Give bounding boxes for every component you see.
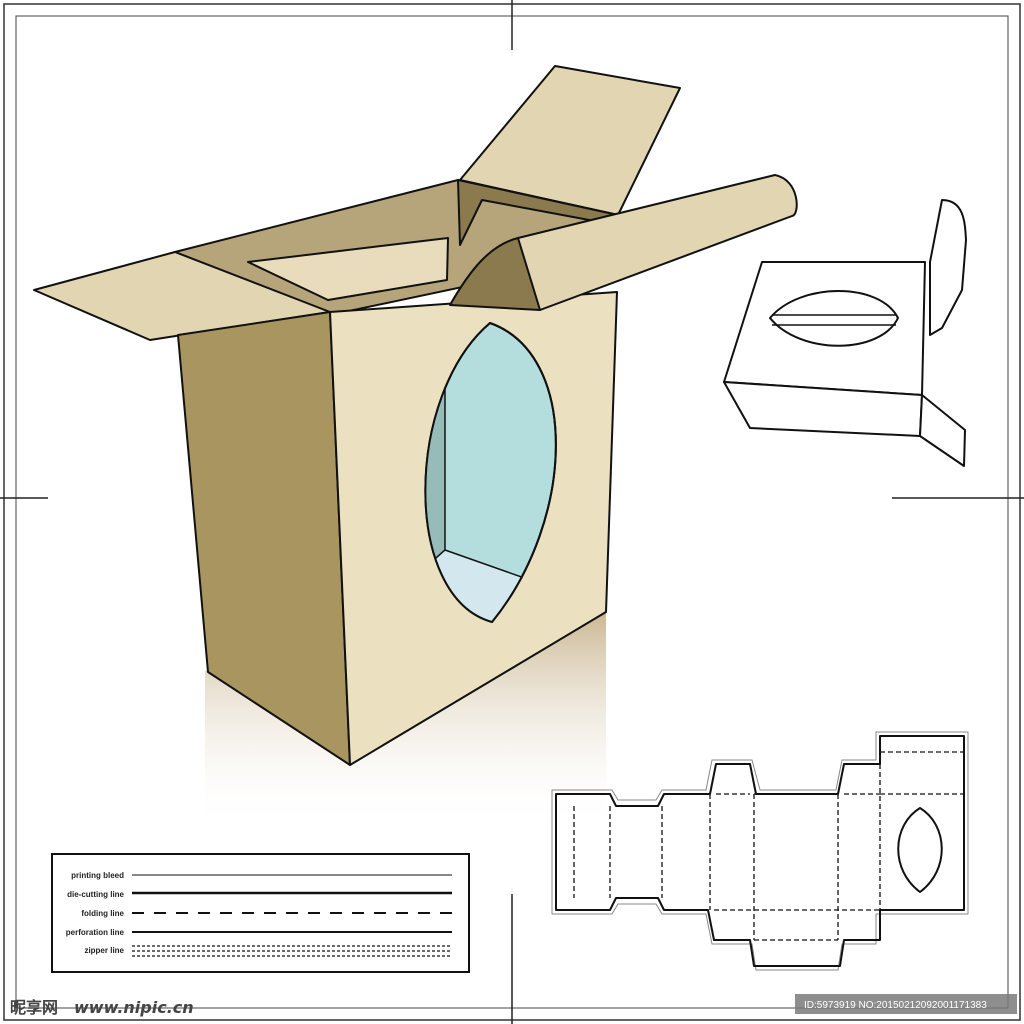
inner-panel <box>247 237 449 301</box>
legend-label-die-cutting: die-cutting line <box>67 890 124 899</box>
watermark-brand: 昵享网 <box>10 998 58 1017</box>
dieline-bleed-outline <box>551 731 969 971</box>
dieline-window-cutout <box>897 807 943 893</box>
tissue-box-illustration <box>723 199 967 467</box>
right-flap <box>517 174 798 311</box>
tissue-box-opening <box>769 290 899 347</box>
dieline-fold-lines <box>573 751 964 941</box>
legend-label-perforation: perforation line <box>66 928 125 937</box>
inner-notch <box>457 179 619 246</box>
dieline-template <box>551 731 969 971</box>
tissue-box-side-flap <box>919 394 966 467</box>
main-box-illustration <box>33 65 798 830</box>
legend-label-printing-bleed: printing bleed <box>71 871 124 880</box>
box-shadow <box>205 612 606 830</box>
left-side-panel <box>177 311 351 766</box>
line-legend: printing bleed die-cutting line folding … <box>51 853 470 973</box>
tissue-box-flap <box>929 199 967 336</box>
watermark-id-bar <box>795 994 1017 1014</box>
legend-label-zipper: zipper line <box>84 946 124 955</box>
right-flap-curl <box>449 237 541 311</box>
watermark-id: ID:5973919 NO:20150212092001171383 <box>804 1000 987 1011</box>
watermark: 昵享网 www.nipic.cn ID:5973919 NO:201502120… <box>10 994 1017 1017</box>
watermark-url: www.nipic.cn <box>74 998 194 1017</box>
legend-line-zipper <box>132 945 452 957</box>
legend-label-folding: folding line <box>81 909 124 918</box>
dieline-cut-outline <box>555 735 965 967</box>
